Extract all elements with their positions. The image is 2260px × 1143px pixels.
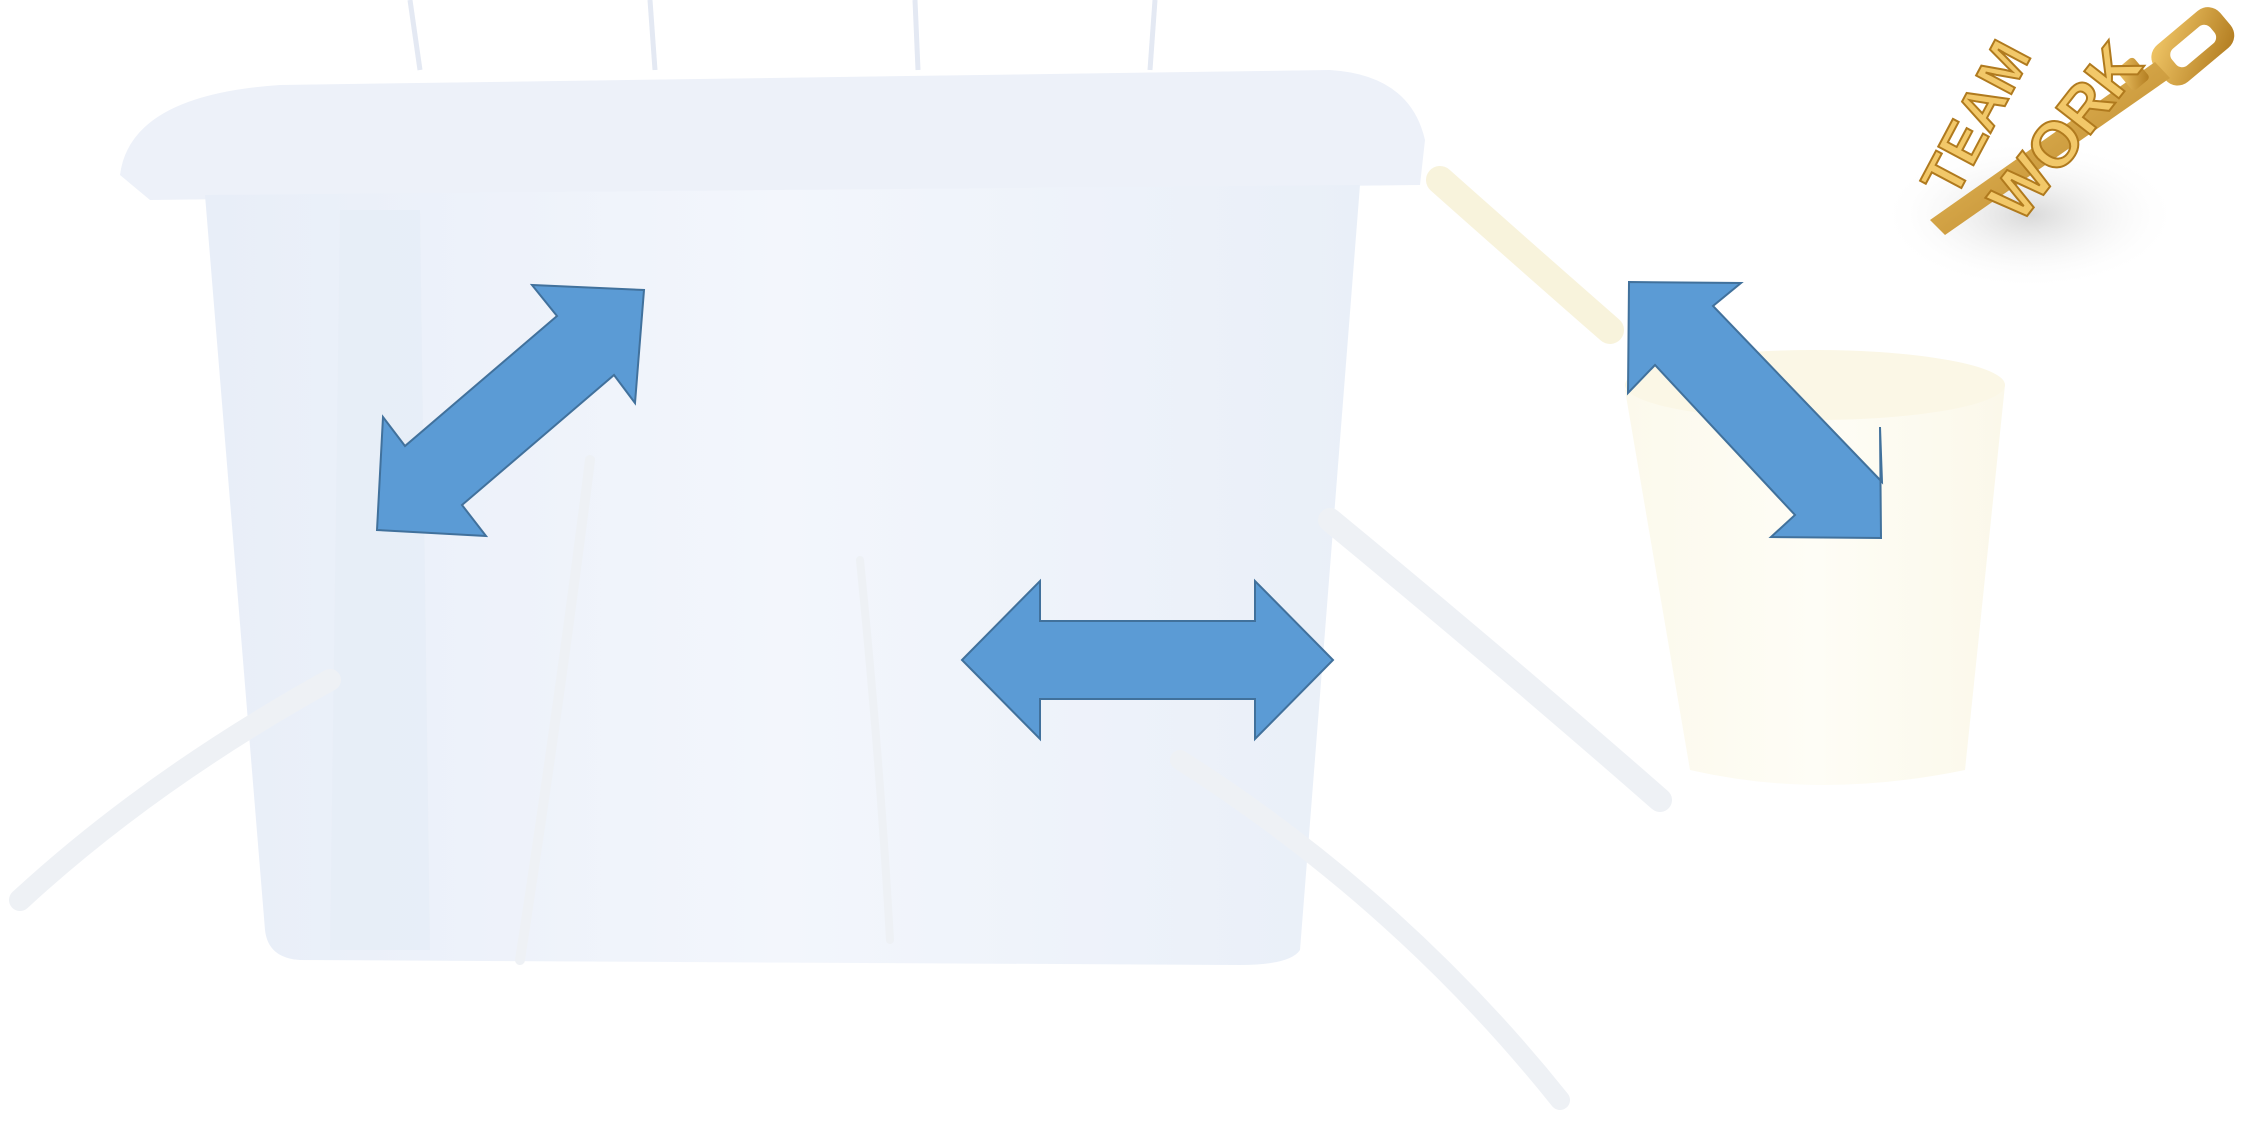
bucket-handle-lines <box>407 0 1158 71</box>
diagonal-double-arrow-icon[interactable] <box>1626 280 1884 540</box>
horizontal-double-arrow-icon[interactable] <box>960 578 1335 742</box>
key-collar <box>2117 57 2149 91</box>
key-shadow <box>1880 140 2180 290</box>
bucket-rim <box>120 70 1425 200</box>
cup-body <box>1625 363 2005 785</box>
bucket-shadow <box>330 210 430 950</box>
key-bow <box>2151 7 2235 86</box>
key-shaft <box>1930 62 2170 235</box>
water-streams <box>9 166 1672 1110</box>
golden-key-icon: TEAM WORK <box>1880 7 2235 290</box>
diagonal-double-arrow-icon[interactable] <box>375 283 646 538</box>
